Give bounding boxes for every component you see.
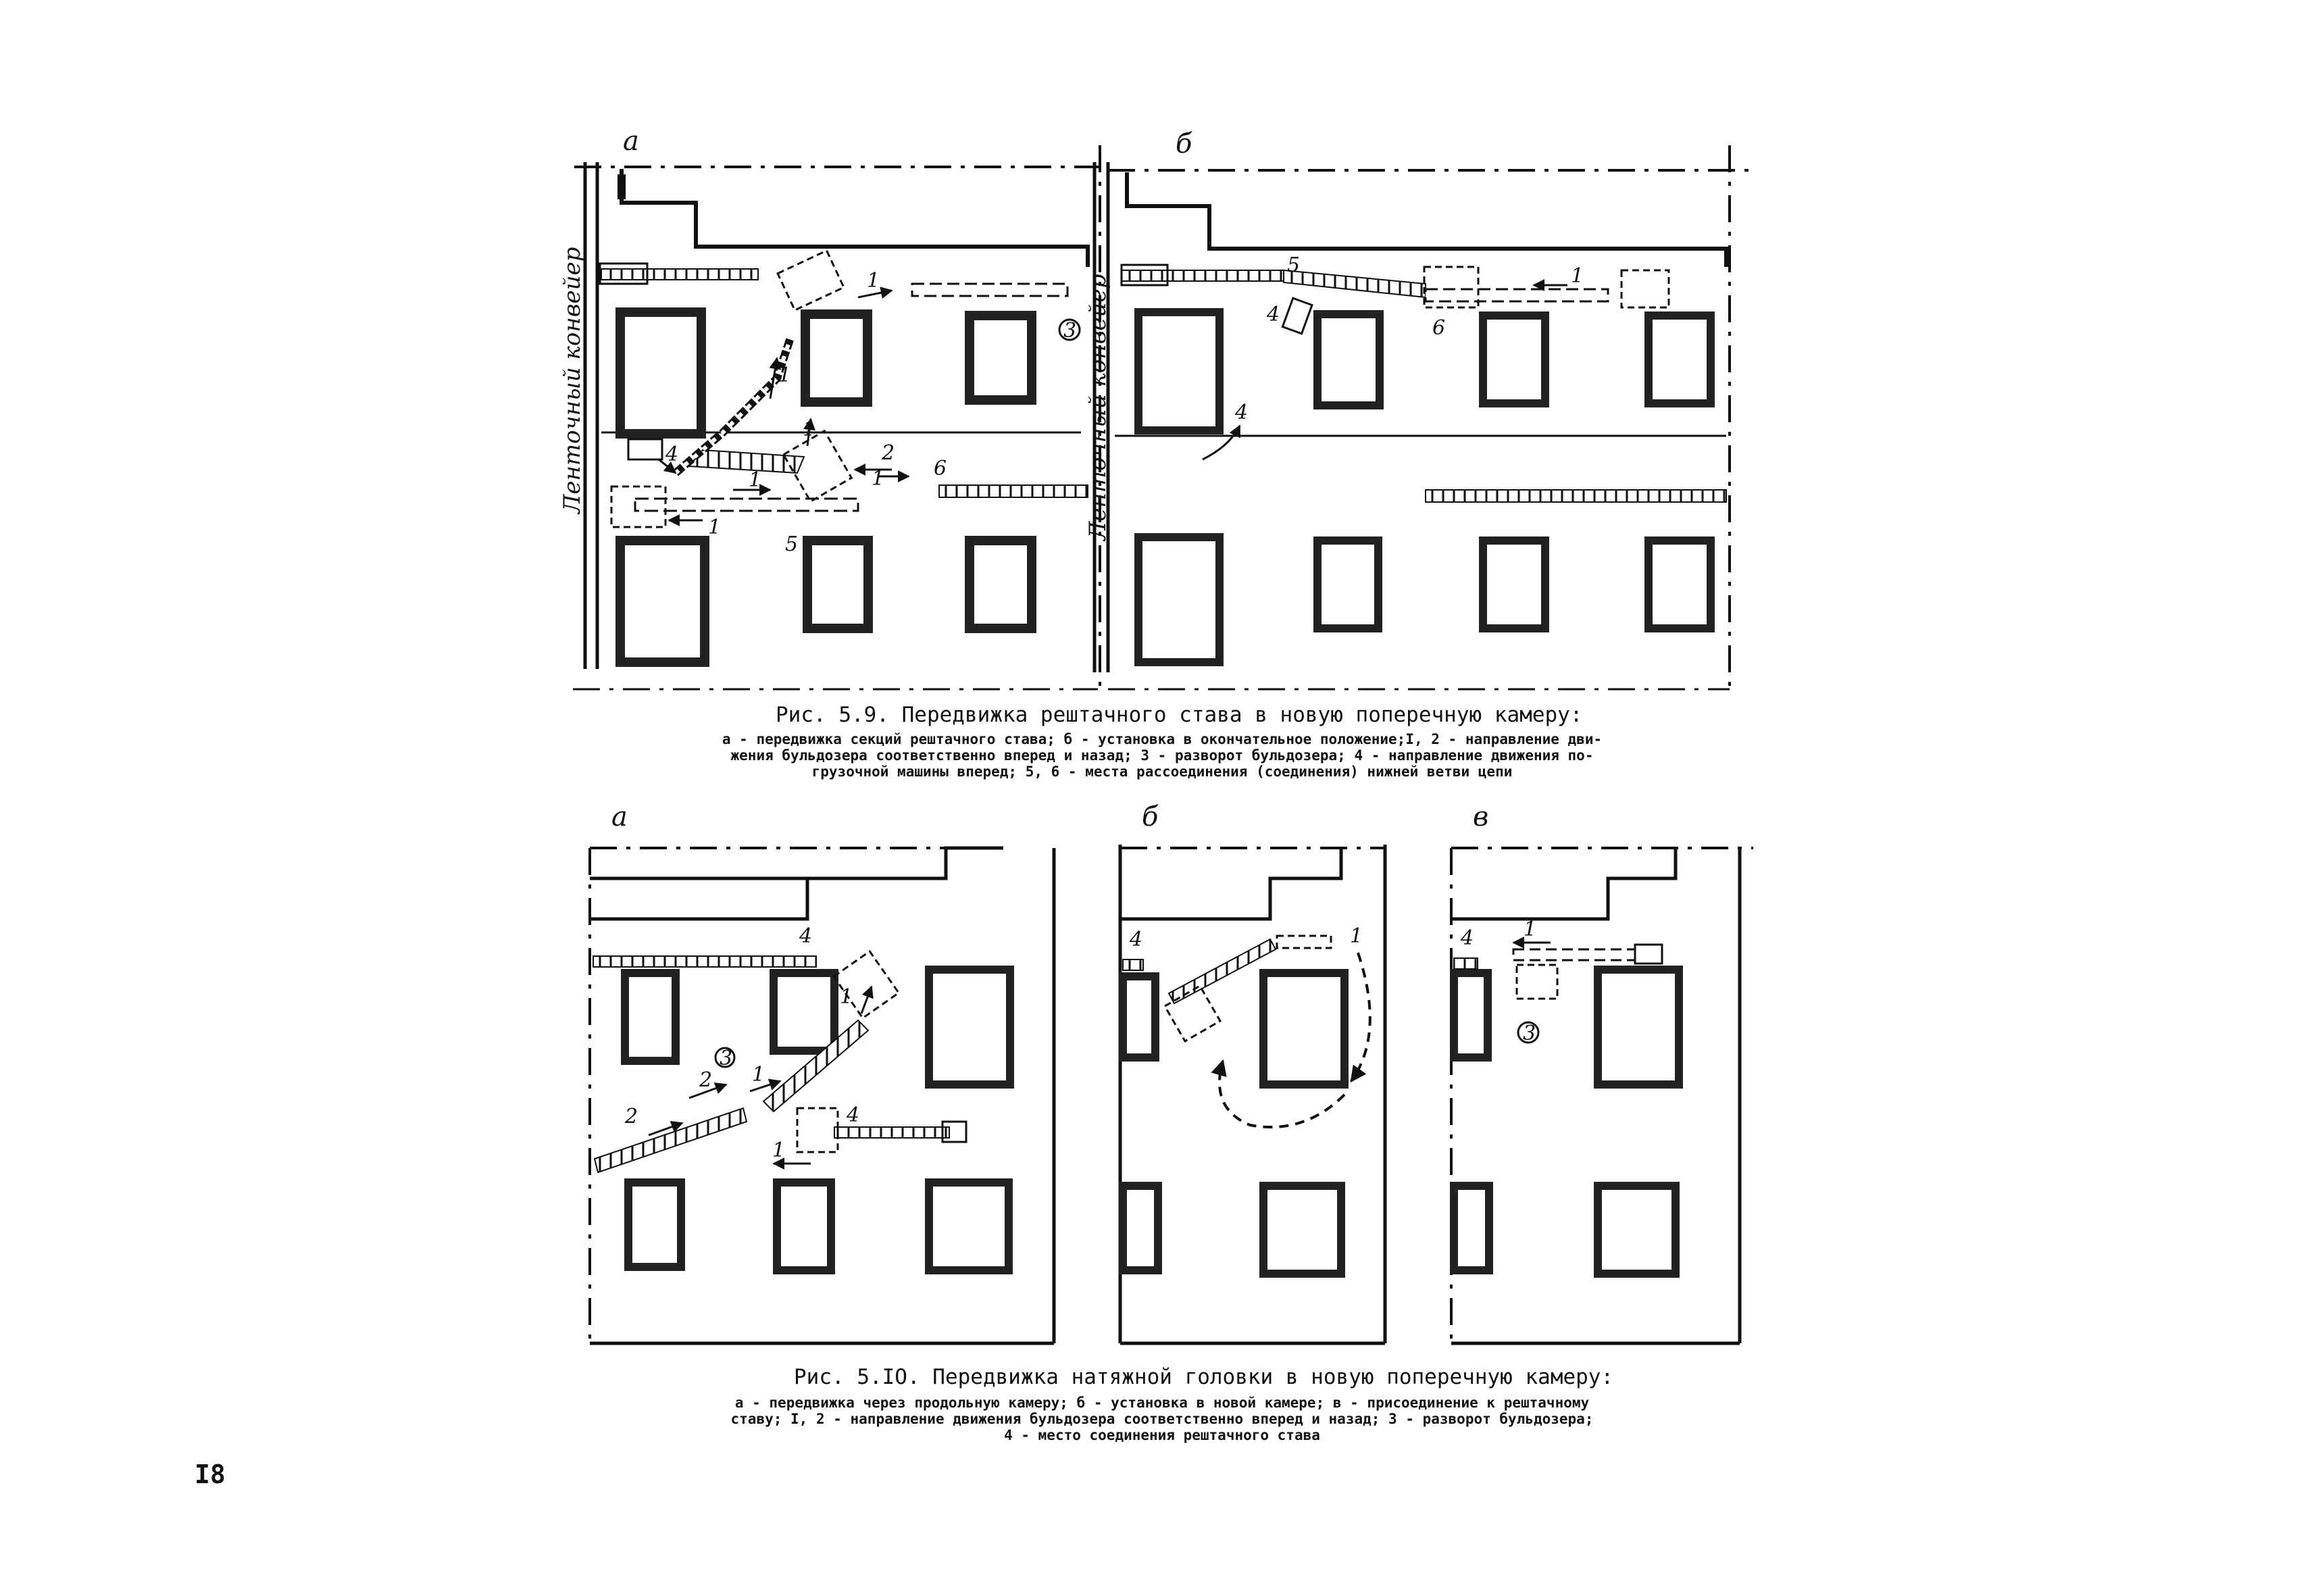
marker: 4: [846, 1103, 859, 1127]
marker: 1: [1524, 918, 1536, 941]
marker: 1: [778, 364, 791, 387]
figure-5-9-caption-text: а - передвижка секций рештачного става; …: [669, 731, 1655, 780]
marker: 5: [1287, 253, 1300, 277]
marker: 1: [872, 467, 884, 491]
marker: 1: [749, 468, 761, 492]
marker: 2: [881, 441, 895, 465]
fig-5-9-panel-b: б Ленточный конвейер 1 4 5 6 4: [1084, 128, 1749, 691]
marker: 1: [708, 516, 721, 539]
panel-label: б: [1176, 128, 1192, 159]
figure-5-9-caption-title: Рис. 5.9. Передвижка рештачного става в …: [776, 703, 1583, 727]
marker: 2: [699, 1068, 712, 1092]
conveyor-label: Ленточный конвейер: [1084, 274, 1111, 542]
marker: 1: [840, 985, 853, 1009]
marker: 1: [803, 418, 815, 441]
marker: 1: [1350, 924, 1363, 948]
fig-5-10-panel-a: а 4 1 2 2 3 1 4 1: [588, 801, 1056, 1345]
marker: 3: [1063, 319, 1076, 343]
marker: 4: [1460, 926, 1474, 950]
marker: 2: [624, 1105, 638, 1128]
figure-5-10-caption-title: Рис. 5.IO. Передвижка натяжной головки в…: [794, 1365, 1614, 1389]
marker: 4: [1129, 928, 1142, 951]
marker: 6: [1432, 316, 1445, 340]
marker: 4: [1234, 401, 1248, 424]
page-number: I8: [195, 1460, 226, 1489]
caption-line: грузочной машины вперед; 5, 6 - места ра…: [811, 764, 1513, 780]
conveyor-label: Ленточный конвейер: [559, 247, 586, 515]
caption-line: а - передвижка секций рештачного става; …: [722, 731, 1603, 747]
panel-label: а: [623, 126, 639, 157]
figure-5-10-caption-text: а - передвижка через продольную камеру; …: [669, 1395, 1655, 1443]
marker: 3: [1523, 1022, 1536, 1045]
caption-line: ставу; I, 2 - направление движения бульд…: [730, 1411, 1594, 1427]
marker: 4: [1266, 303, 1280, 326]
marker: 1: [867, 269, 880, 293]
fig-5-10-panel-b: б 4 1: [1118, 801, 1387, 1345]
marker: 5: [785, 532, 798, 556]
panel-label: в: [1473, 801, 1488, 832]
panel-label: б: [1142, 801, 1159, 832]
marker: 1: [1571, 264, 1584, 288]
panel-label: а: [611, 801, 628, 832]
marker: 4: [799, 924, 812, 948]
fig-5-9-panel-a: а: [559, 126, 1101, 691]
fig-5-10-panel-c: в 4 1 3: [1450, 801, 1753, 1345]
caption-line: а - передвижка через продольную камеру; …: [734, 1395, 1590, 1411]
marker: 6: [934, 457, 947, 480]
marker: 3: [720, 1047, 732, 1070]
caption-line: жения бульдозера соответственно вперед и…: [730, 747, 1594, 764]
caption-line: 4 - место соединения рештачного става: [1004, 1427, 1320, 1443]
marker: 4: [665, 443, 678, 466]
marker: 1: [752, 1063, 765, 1087]
marker: 1: [772, 1139, 785, 1162]
